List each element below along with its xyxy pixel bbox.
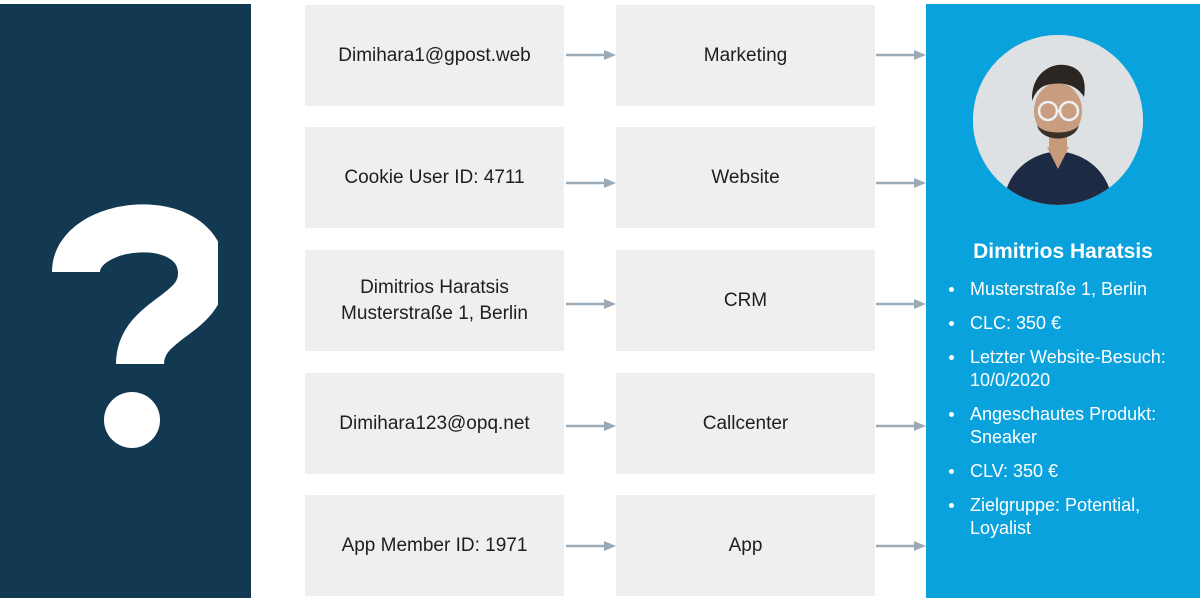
profile-name: Dimitrios Haratsis <box>973 240 1153 263</box>
arrow-icon <box>566 541 616 551</box>
source-box-cookie-id: Cookie User ID: 4711 <box>305 127 564 228</box>
profile-attribute: Musterstraße 1, Berlin <box>948 278 1198 301</box>
unknown-identity-panel <box>0 4 251 598</box>
channel-box-app: App <box>616 495 875 596</box>
arrow-icon <box>566 421 616 431</box>
source-box-email-2: Dimihara123@opq.net <box>305 373 564 474</box>
arrow-icon <box>876 541 926 551</box>
arrow-icon <box>566 50 616 60</box>
source-box-email-1: Dimihara1@gpost.web <box>305 5 564 106</box>
source-box-name-address: Dimitrios Haratsis Musterstraße 1, Berli… <box>305 250 564 351</box>
source-label: App Member ID: 1971 <box>341 534 528 556</box>
arrow-icon <box>876 421 926 431</box>
profile-attributes: Musterstraße 1, Berlin CLC: 350 € Letzte… <box>948 278 1198 551</box>
avatar <box>973 35 1143 205</box>
channel-label: CRM <box>723 289 768 311</box>
arrow-icon <box>566 178 616 188</box>
channel-label: Callcenter <box>702 412 789 434</box>
question-mark-icon <box>52 204 218 448</box>
channel-box-marketing: Marketing <box>616 5 875 106</box>
person-photo-icon <box>973 35 1143 205</box>
channel-box-website: Website <box>616 127 875 228</box>
source-label: Dimitrios Haratsis Musterstraße 1, Berli… <box>341 276 528 324</box>
profile-attribute: CLC: 350 € <box>948 312 1198 335</box>
channel-box-crm: CRM <box>616 250 875 351</box>
source-label: Cookie User ID: 4711 <box>344 166 525 188</box>
channel-label: Marketing <box>703 44 788 66</box>
arrow-icon <box>876 178 926 188</box>
source-box-app-member-id: App Member ID: 1971 <box>305 495 564 596</box>
profile-attribute: Zielgruppe: Potential, Loyalist <box>948 494 1198 540</box>
profile-attribute: CLV: 350 € <box>948 460 1198 483</box>
source-label: Dimihara123@opq.net <box>339 412 530 434</box>
arrow-icon <box>566 299 616 309</box>
profile-attribute: Angeschautes Produkt: Sneaker <box>948 403 1198 449</box>
arrow-icon <box>876 50 926 60</box>
source-label: Dimihara1@gpost.web <box>338 44 531 66</box>
arrow-icon <box>876 299 926 309</box>
profile-attribute: Letzter Website-Besuch: 10/0/2020 <box>948 346 1198 392</box>
channel-label: App <box>728 534 763 556</box>
customer-profile-panel: Dimitrios Haratsis Musterstraße 1, Berli… <box>926 4 1200 598</box>
channel-box-callcenter: Callcenter <box>616 373 875 474</box>
channel-label: Website <box>711 166 780 188</box>
